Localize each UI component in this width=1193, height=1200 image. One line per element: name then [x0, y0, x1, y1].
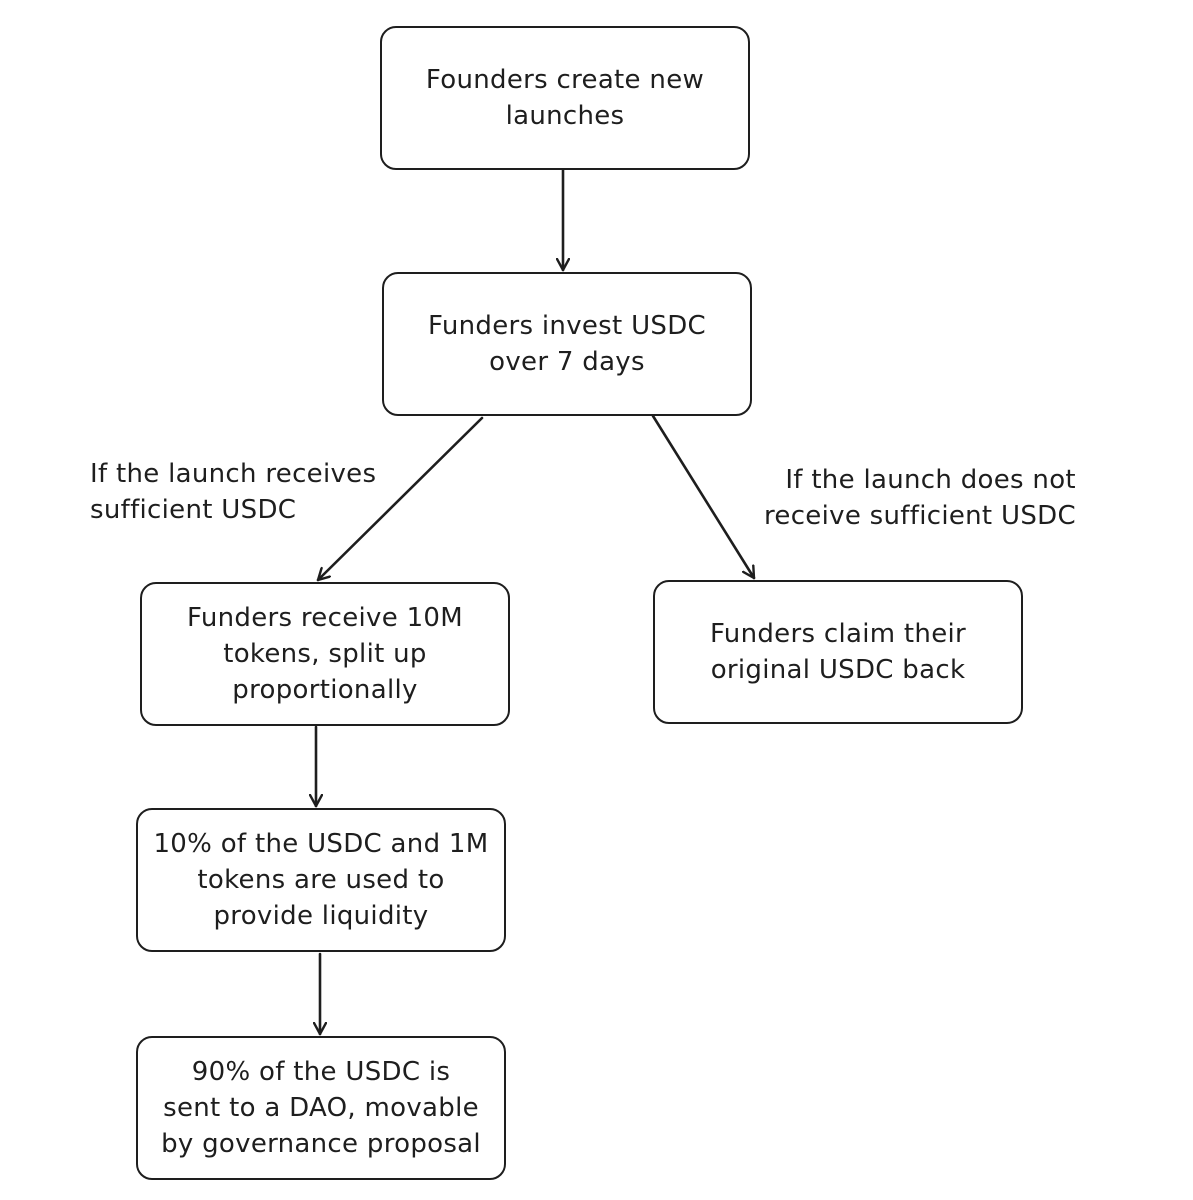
node-funders-claim-back: Funders claim their original USDC back — [653, 580, 1023, 724]
node-funders-claim-back-text: Funders claim their original USDC back — [709, 619, 967, 685]
node-provide-liquidity-text: 10% of the USDC and 1M tokens are used t… — [153, 829, 489, 931]
node-funders-receive-tokens: Funders receive 10M tokens, split up pro… — [140, 582, 510, 726]
node-founders-create-launches: Founders create new launches — [380, 26, 750, 170]
node-founders-create-launches-text: Founders create new launches — [425, 65, 705, 131]
arrow-invest-to-receive — [316, 416, 484, 582]
node-funders-invest-usdc: Funders invest USDC over 7 days — [382, 272, 752, 416]
node-dao-treasury-text: 90% of the USDC is sent to a DAO, movabl… — [161, 1057, 481, 1159]
edge-label-sufficient-usdc: If the launch receives sufficient USDC — [90, 459, 377, 525]
node-funders-invest-usdc-text: Funders invest USDC over 7 days — [428, 311, 706, 377]
node-funders-receive-tokens-text: Funders receive 10M tokens, split up pro… — [187, 603, 463, 705]
node-provide-liquidity: 10% of the USDC and 1M tokens are used t… — [136, 808, 506, 952]
arrow-invest-to-claim — [651, 414, 756, 580]
node-dao-treasury: 90% of the USDC is sent to a DAO, movabl… — [136, 1036, 506, 1180]
edge-label-insufficient-usdc: If the launch does not receive sufficien… — [764, 465, 1076, 531]
